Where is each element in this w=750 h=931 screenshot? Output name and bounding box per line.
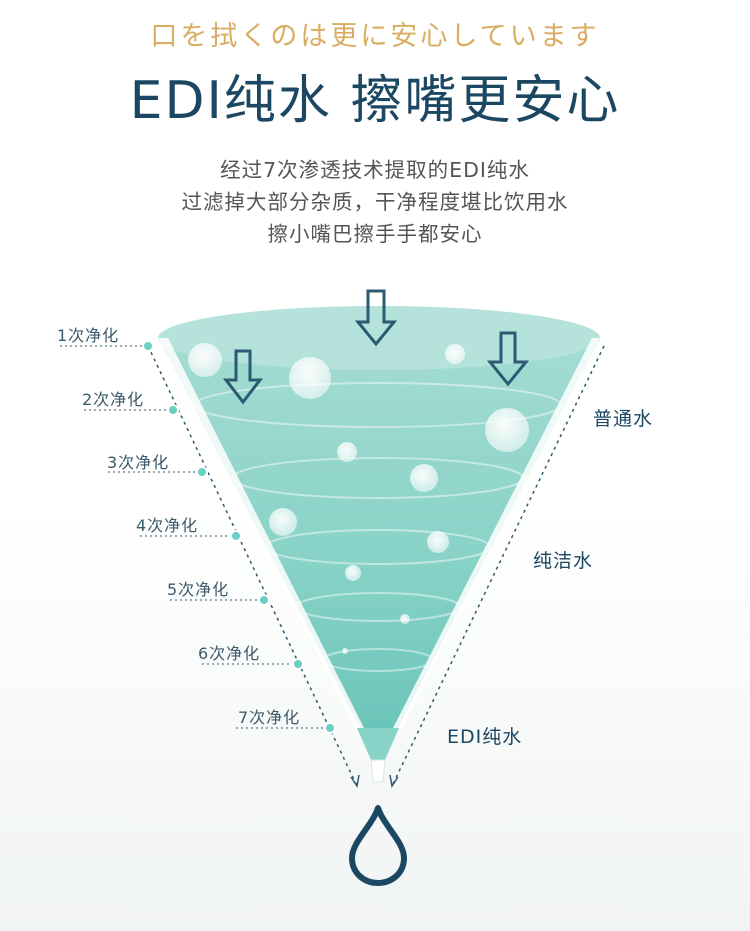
funnel-outlet — [357, 728, 399, 760]
right-guide-line — [391, 345, 605, 787]
label-pure-water: 纯洁水 — [533, 550, 594, 572]
funnel-right-band — [393, 338, 600, 728]
label-edi-water: EDI纯水 — [447, 726, 523, 748]
down-arrow-icon — [354, 289, 398, 347]
down-arrow-icon — [486, 331, 530, 387]
down-arrow-icon — [222, 349, 264, 405]
stage-label-3: 3次净化 — [107, 453, 170, 472]
bubbles — [188, 343, 529, 654]
funnel-left-band — [158, 338, 364, 728]
right-guide-arrow — [389, 774, 399, 788]
stage-label-7: 7次净化 — [238, 708, 301, 727]
description-line-1: 经过7次渗透技术提取的EDI纯水 — [220, 158, 530, 182]
page-subtitle: 口を拭くのは更に安心しています — [150, 21, 600, 52]
funnel-body — [158, 311, 600, 728]
description-line-3: 擦小嘴巴擦手手都安心 — [267, 222, 483, 246]
stage-label-1: 1次净化 — [57, 326, 120, 345]
stage-label-4: 4次净化 — [136, 516, 199, 535]
stage-dots — [142, 340, 336, 734]
page-title: EDI纯水 擦嘴更安心 — [129, 71, 621, 131]
outlet-tip — [370, 759, 386, 783]
stage-label-2: 2次净化 — [82, 390, 145, 409]
stage-label-5: 5次净化 — [167, 580, 230, 599]
left-guide-arrow — [350, 774, 360, 788]
description-line-2: 过滤掉大部分杂质，干净程度堪比饮用水 — [181, 190, 569, 214]
stage-label-6: 6次净化 — [198, 644, 261, 663]
label-ordinary-water: 普通水 — [593, 408, 654, 430]
stage-leaders — [60, 345, 330, 729]
water-drop-icon — [349, 805, 407, 886]
